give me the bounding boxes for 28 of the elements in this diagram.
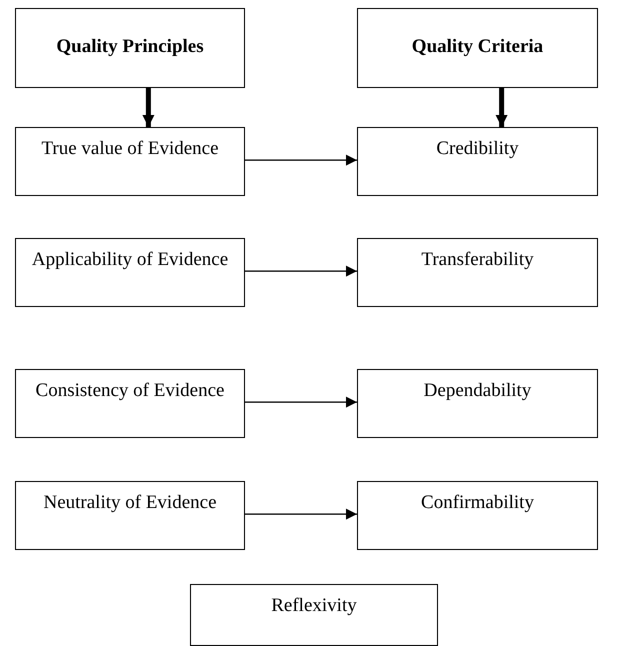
box-label: Reflexivity: [270, 594, 358, 617]
arrow: [245, 396, 357, 408]
text-box: [15, 369, 245, 438]
box-label: Transferability: [420, 248, 535, 271]
arrow: [245, 508, 357, 520]
column-heading: Quality Criteria: [410, 35, 544, 58]
box-label: Neutrality of Evidence: [42, 491, 218, 514]
arrow: [496, 88, 508, 127]
text-box: [15, 238, 245, 307]
arrow: [245, 266, 357, 277]
text-box: [190, 584, 438, 646]
text-box: [357, 8, 598, 88]
box-label: Dependability: [422, 379, 532, 402]
text-box: [15, 8, 245, 88]
text-box: [357, 238, 598, 307]
box-label: Credibility: [435, 137, 520, 160]
text-box: [15, 127, 245, 196]
column-heading: Quality Principles: [55, 35, 205, 58]
box-label: Confirmability: [420, 491, 535, 514]
text-box: [357, 481, 598, 550]
box-label: True value of Evidence: [40, 137, 220, 160]
arrow: [142, 88, 154, 127]
box-label: Consistency of Evidence: [34, 379, 226, 402]
text-box: [15, 481, 245, 550]
arrow: [245, 154, 357, 166]
box-label: Applicability of Evidence: [30, 248, 230, 271]
text-box: [357, 369, 598, 438]
text-box: [357, 127, 598, 196]
